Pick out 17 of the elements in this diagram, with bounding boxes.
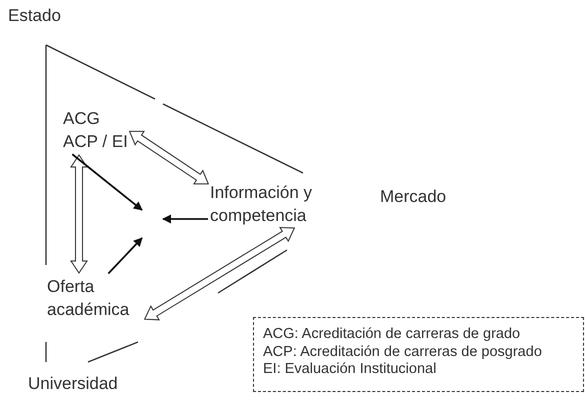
node-label: ACP / EI: [63, 131, 128, 153]
arrow: [108, 237, 143, 274]
corner-label: Estado: [8, 5, 61, 27]
arrow: [162, 214, 208, 224]
hollow-double-arrow: [70, 154, 88, 274]
node-label: Información y competencia: [210, 182, 314, 227]
corner-label: Universidad: [28, 373, 118, 395]
hollow-double-arrow: [144, 226, 296, 320]
node-label: Oferta académica: [47, 276, 130, 321]
legend-entry: ACP: Acreditación de carreras de posgrado: [263, 344, 542, 361]
node-label: ACG: [63, 108, 100, 130]
hollow-double-arrow: [128, 130, 210, 184]
arrow: [72, 154, 143, 211]
legend-entry: EI: Evaluación Institucional: [263, 361, 436, 378]
legend-box: [253, 317, 584, 392]
corner-label: Mercado: [380, 186, 446, 208]
legend-entry: ACG: Acreditación de carreras de grado: [263, 326, 520, 344]
